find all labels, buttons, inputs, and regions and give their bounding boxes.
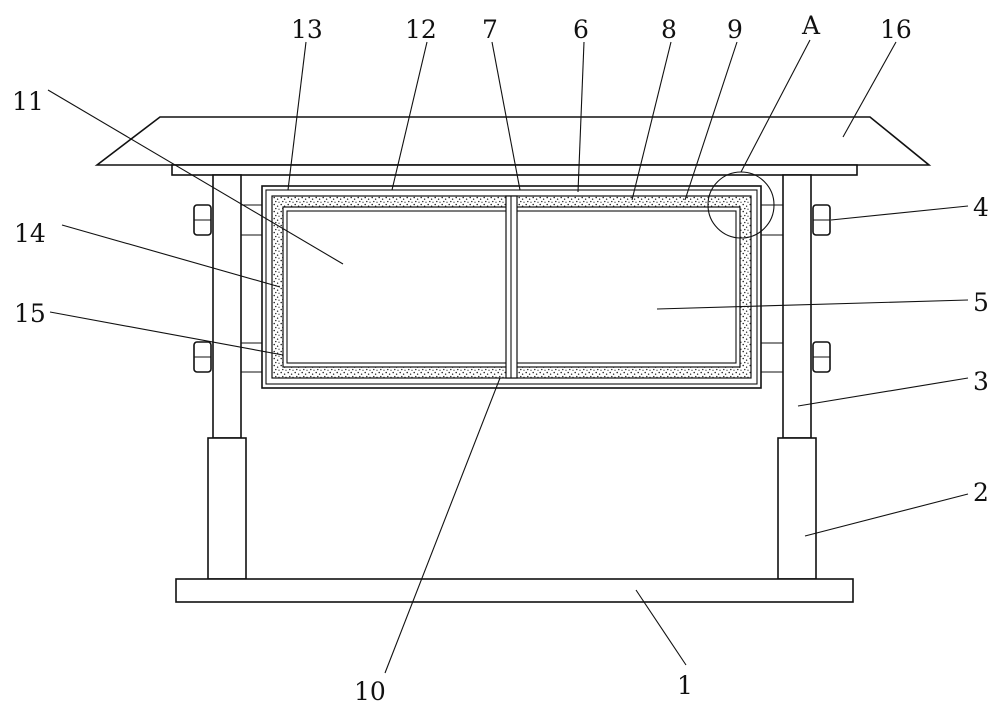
label-1: 1: [677, 671, 693, 700]
leader-lines: [47, 39, 969, 674]
label-12: 12: [405, 15, 437, 44]
label-7: 7: [482, 15, 498, 44]
left-lower-sleeve: [207, 437, 247, 580]
label-6: 6: [573, 15, 589, 44]
label-11: 11: [12, 87, 44, 116]
roof-underside-strip: [171, 164, 858, 176]
label-2: 2: [973, 478, 989, 507]
label-a: A: [801, 11, 821, 40]
label-13: 13: [291, 15, 323, 44]
label-15: 15: [14, 299, 46, 328]
base-plate: [175, 578, 854, 603]
display-frame: [261, 185, 762, 389]
label-9: 9: [727, 15, 743, 44]
bolts: [193, 204, 831, 373]
connecting-rods: [241, 204, 783, 373]
label-3: 3: [973, 367, 989, 396]
right-upper-post: [782, 174, 812, 439]
left-upper-post: [212, 174, 242, 439]
roof-canopy: [94, 116, 932, 166]
label-5: 5: [973, 288, 989, 317]
right-lower-sleeve: [777, 437, 817, 580]
label-8: 8: [661, 15, 677, 44]
label-4: 4: [973, 193, 989, 222]
label-10: 10: [354, 677, 386, 706]
label-14: 14: [14, 219, 46, 248]
label-16: 16: [880, 15, 912, 44]
